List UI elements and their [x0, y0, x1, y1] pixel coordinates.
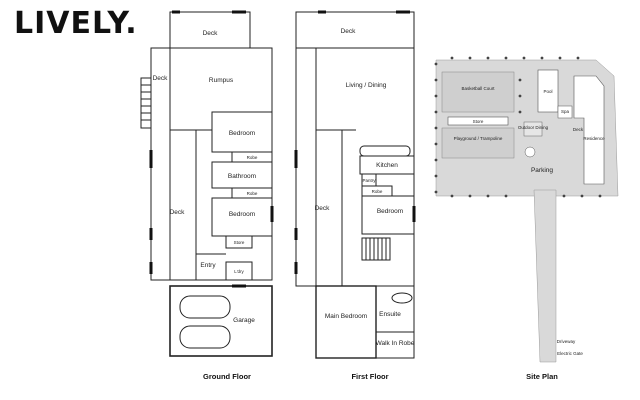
ff-main-bedroom [315, 285, 377, 359]
gf-label-deck-side: Deck [170, 209, 186, 216]
first-floor-plan [294, 10, 416, 359]
site-label-playground: Playground / Trampoline [454, 136, 503, 141]
site-label-basketball: Basketball Court [461, 86, 495, 91]
brand-logo: LIVELY. [14, 6, 138, 41]
site-label-store: Store [473, 119, 484, 124]
gf-label-store: Store [234, 240, 245, 245]
site-basketball-court [441, 71, 515, 113]
ff-ensuite [375, 285, 415, 333]
ff-label-deck-top: Deck [341, 28, 357, 35]
gf-stair [140, 77, 152, 129]
gf-label-bedroom-2: Bedroom [229, 211, 255, 218]
car-bottom [179, 325, 231, 349]
gf-label-ldry: L'dry [234, 269, 244, 274]
ff-label-bedroom: Bedroom [377, 208, 403, 215]
site-label-outdoor-dining: Outdoor Dining [518, 125, 549, 130]
site-label-spa: Spa [561, 109, 570, 114]
site-playground [441, 127, 515, 159]
gf-ldry [225, 261, 253, 281]
site-label-driveway: Driveway [557, 339, 576, 344]
ff-label-living-dining: Living / Dining [346, 82, 387, 89]
gf-deck-left [150, 47, 171, 281]
ff-kitchen [359, 155, 415, 175]
site-round-table [524, 146, 536, 158]
gf-label-robe-1: Robe [247, 155, 258, 160]
gf-label-deck-top: Deck [203, 30, 219, 37]
gf-label-bathroom: Bathroom [228, 173, 256, 180]
ff-stair [361, 237, 391, 261]
car-top [179, 295, 231, 319]
ground-floor-caption: Ground Floor [203, 372, 251, 381]
ff-label-robe: Robe [372, 189, 383, 194]
site-hedge-dots [434, 56, 602, 198]
first-floor-caption: First Floor [351, 372, 389, 381]
ff-label-pantry: Pantry [362, 178, 376, 183]
ground-floor-plan [140, 10, 274, 357]
site-label-pool: Pool [543, 89, 552, 94]
site-label-deck: Deck [573, 127, 584, 132]
ff-label-walk-in-robe: Walk In Robe [376, 340, 415, 347]
ff-label-ensuite: Ensuite [379, 311, 401, 318]
site-store [447, 116, 509, 126]
site-outdoor-dining [523, 121, 543, 137]
site-label-parking: Parking [531, 167, 553, 174]
ff-deck-left [295, 47, 317, 287]
ff-label-main-bedroom: Main Bedroom [325, 313, 367, 320]
gf-label-rumpus: Rumpus [209, 77, 234, 84]
site-driveway [533, 189, 557, 363]
gf-garage [169, 285, 273, 357]
site-spa [557, 105, 573, 119]
gf-store [225, 235, 253, 249]
kitchen-island [359, 145, 411, 157]
ff-walk-in-robe [375, 331, 415, 359]
gf-label-bedroom-1: Bedroom [229, 130, 255, 137]
site-label-electric-gate: Electric Gate [557, 351, 583, 356]
site-plan-caption: Site Plan [526, 372, 558, 381]
site-plan [434, 56, 619, 363]
ff-label-kitchen: Kitchen [376, 162, 398, 169]
site-residence [573, 75, 605, 185]
ff-label-deck-side: Deck [315, 205, 331, 212]
ff-bedroom [361, 195, 415, 235]
site-label-residence: Residence [583, 136, 605, 141]
site-pool [537, 69, 559, 113]
gf-label-deck-left: Deck [153, 75, 169, 82]
gf-label-entry: Entry [200, 262, 216, 269]
bathtub [391, 292, 413, 304]
gf-label-garage: Garage [233, 317, 255, 324]
gf-label-robe-2: Robe [247, 191, 258, 196]
